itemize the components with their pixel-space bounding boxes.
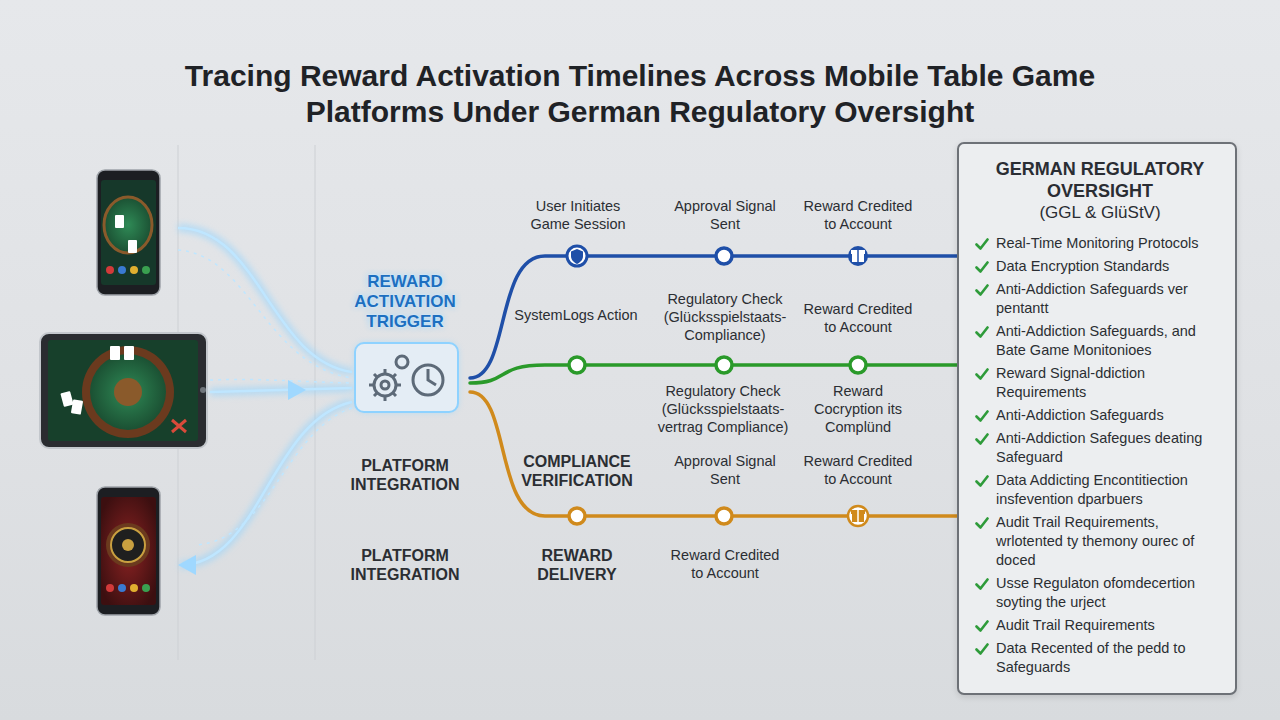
glow-flows (178, 228, 352, 575)
checklist-row: Real-Time Monitoring Protocols (975, 234, 1225, 253)
phone-device (97, 487, 160, 615)
checklist-row: Usse Regulaton ofomdecertion soyting the… (975, 574, 1225, 612)
timeline-connector (470, 256, 957, 378)
check-mark-stroke (977, 263, 988, 272)
tablet-device (40, 333, 207, 448)
panel-heading: GERMAN REGULATORY OVERSIGHT (975, 158, 1225, 202)
step-label: User Initiates Game Session (518, 197, 638, 233)
check-mark-stroke (977, 328, 988, 337)
check-mark (975, 283, 989, 297)
checklist-row: Data Recented of the pedd to Safeguards (975, 639, 1225, 677)
checklist-item: Audit Trail Requirements (996, 616, 1155, 635)
checklist-item: Anti-Addiction Safeguards, and Bate Game… (996, 322, 1225, 360)
check-mark (975, 409, 989, 423)
check-mark-stroke (977, 286, 988, 295)
stage-caption: COMPLIANCE VERIFICATION (507, 452, 647, 490)
step-label: SystemLogs Action (506, 306, 646, 324)
checklist-item: Reward Signal-ddiction Requirements (996, 364, 1225, 402)
step-label: Regulatory Check (Glücksspielstaats-vert… (656, 382, 791, 436)
blue-markers (567, 246, 868, 266)
check-mark (975, 432, 989, 446)
check-mark (975, 367, 989, 381)
green-markers (569, 357, 866, 373)
step-label: Approval Signal Sent (670, 452, 780, 488)
check-mark-stroke (977, 477, 988, 486)
checklist-item: Data Recented of the pedd to Safeguards (996, 639, 1225, 677)
diagram-title: Tracing Reward Activation Timelines Acro… (140, 58, 1140, 130)
step-label: Regulatory Check (Glücksspielstaats-Comp… (663, 290, 788, 344)
check-mark-stroke (977, 412, 988, 421)
checklist-row: Data Addicting Encontitiection insfevent… (975, 471, 1225, 509)
checklist-row: Anti-Addiction Safeguards (975, 406, 1225, 425)
checklist-row: Reward Signal-ddiction Requirements (975, 364, 1225, 402)
orange-markers (569, 506, 868, 526)
trigger-node: REWARD ACTIVATION TRIGGER (340, 272, 470, 417)
checklist-row: Anti-Addiction Safeguards ver pentantt (975, 280, 1225, 318)
checklist-item: Data Encryption Standards (996, 257, 1169, 276)
check-mark-stroke (977, 370, 988, 379)
check-mark (975, 642, 989, 656)
checklist-row: Audit Trail Requirements, wrlotented ty … (975, 513, 1225, 570)
step-label: Reward Credited to Account (798, 300, 918, 336)
check-mark (975, 474, 989, 488)
gear-box (355, 343, 458, 412)
checklist-row: Anti-Addiction Safeguards, and Bate Game… (975, 322, 1225, 360)
check-mark (975, 237, 989, 251)
check-mark-stroke (977, 435, 988, 444)
check-mark (975, 516, 989, 530)
stage-caption: REWARD DELIVERY (517, 546, 637, 584)
check-mark (975, 619, 989, 633)
check-mark-stroke (977, 645, 988, 654)
check-mark-stroke (977, 519, 988, 528)
step-label: Reward Credited to Account (798, 197, 918, 233)
checklist-row: Data Encryption Standards (975, 257, 1225, 276)
check-mark (975, 577, 989, 591)
check-mark (975, 260, 989, 274)
check-mark (975, 325, 989, 339)
panel-subheading: (GGL & GlüStV) (975, 202, 1225, 224)
trigger-label: REWARD ACTIVATION TRIGGER (340, 272, 470, 332)
checklist-row: Anti-Addiction Safegues deating Safeguar… (975, 429, 1225, 467)
step-label: Approval Signal Sent (670, 197, 780, 233)
oversight-panel: GERMAN REGULATORY OVERSIGHT(GGL & GlüStV… (957, 142, 1237, 695)
checklist-item: Anti-Addiction Safegues deating Safeguar… (996, 429, 1225, 467)
check-mark-stroke (977, 240, 988, 249)
step-label: Reward Credited to Account (665, 546, 785, 582)
checklist-item: Anti-Addiction Safeguards ver pentantt (996, 280, 1225, 318)
checklist-item: Anti-Addiction Safeguards (996, 406, 1164, 425)
check-mark-stroke (977, 622, 988, 631)
checklist-item: Usse Regulaton ofomdecertion soyting the… (996, 574, 1225, 612)
step-label: Reward Credited to Account (798, 452, 918, 488)
timeline-connector (470, 365, 957, 383)
stage-caption: PLATFORM INTEGRATION (345, 456, 465, 494)
checklist-item: Real-Time Monitoring Protocols (996, 234, 1199, 253)
checklist-item: Data Addicting Encontitiection insfevent… (996, 471, 1225, 509)
check-mark-stroke (977, 580, 988, 589)
step-label: Reward Cocryption its Complünd (803, 382, 913, 436)
phone-device (97, 170, 160, 295)
checklist-item: Audit Trail Requirements, wrlotented ty … (996, 513, 1225, 570)
checklist-row: Audit Trail Requirements (975, 616, 1225, 635)
stage-caption: PLATFORM INTEGRATION (345, 546, 465, 584)
